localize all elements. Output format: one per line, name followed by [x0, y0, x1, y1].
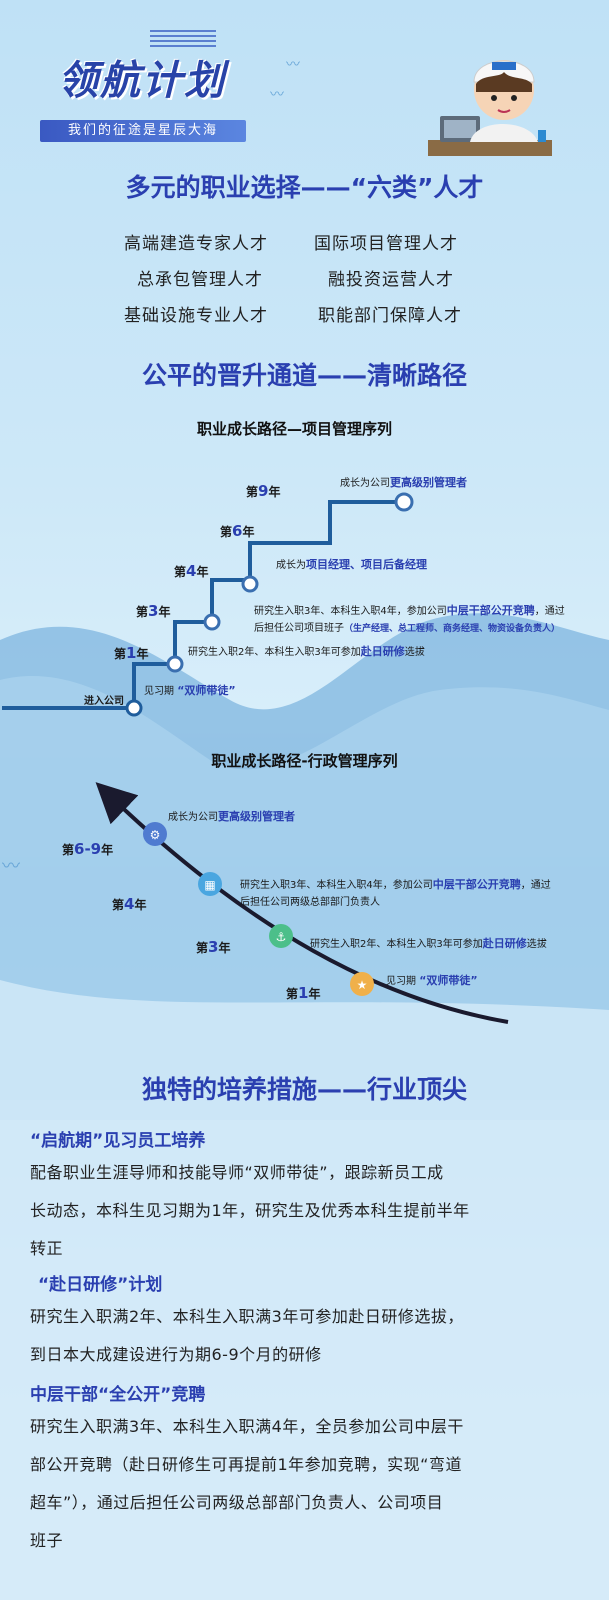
- admin-node-star-icon: [350, 972, 374, 996]
- training-heading-3: 中层干部“全公开”竞聘: [30, 1385, 206, 1405]
- talent-item: 基础设施专业人才: [124, 306, 268, 326]
- project-year-3: 第3年: [136, 602, 171, 620]
- admin-step-2-label-line1: 研究生入职3年、本科生入职4年，参加公司中层干部公开竞聘，通过: [240, 878, 551, 891]
- admin-step-3-label: 研究生入职2年、本科生入职3年可参加赴日研修选拔: [310, 937, 547, 950]
- seagull-icon: 〰: [286, 57, 300, 73]
- svg-text:▦: ▦: [204, 878, 215, 892]
- seagull-icon: 〰: [2, 856, 20, 877]
- project-step-3-label: 成长为项目经理、项目后备经理: [276, 558, 427, 571]
- training-paragraph-2: 研究生入职满2年、本科生入职满3年可参加赴日研修选拔， 到日本大成建设进行为期6…: [30, 1307, 464, 1364]
- talent-item: 总承包管理人才: [137, 270, 263, 290]
- admin-path-title: 职业成长路径-行政管理序列: [211, 752, 398, 770]
- admin-step-4-label: 见习期 “双师带徒”: [386, 974, 478, 987]
- training-paragraph-1: 配备职业生涯导师和技能导师“双师带徒”，跟踪新员工成 长动态，本科生见习期为1年…: [30, 1163, 470, 1258]
- logo-decoration-lines: [150, 30, 216, 50]
- engineer-avatar-illustration: [428, 60, 552, 156]
- project-step-4-label: 成长为公司更高级别管理者: [340, 476, 467, 489]
- admin-node-gear-icon: [143, 822, 167, 846]
- talent-item: 国际项目管理人才: [314, 234, 458, 254]
- seagull-icon: 〰: [270, 87, 284, 103]
- project-year-4: 第4年: [174, 562, 209, 580]
- admin-node-building-icon: [198, 872, 222, 896]
- admin-year-3: 第3年: [196, 938, 231, 956]
- project-node-3: [241, 575, 259, 593]
- project-start-label: 进入公司: [84, 696, 124, 707]
- svg-text:★: ★: [357, 978, 368, 992]
- project-node-0: [125, 699, 143, 717]
- training-heading-2: “赴日研修”计划: [38, 1275, 163, 1295]
- project-node-2: [203, 613, 221, 631]
- project-node-4: [394, 492, 414, 512]
- talent-item: 融投资运营人才: [328, 270, 454, 290]
- admin-year-1: 第1年: [286, 984, 321, 1002]
- section-title-career-choice: 多元的职业选择——“六类”人才: [125, 173, 484, 202]
- section-title-training: 独特的培养措施——行业顶尖: [141, 1075, 467, 1104]
- training-paragraph-3: 研究生入职满3年、本科生入职满4年，全员参加公司中层干 部公开竞聘（赴日研修生可…: [30, 1417, 464, 1550]
- training-heading-1: “启航期”见习员工培养: [30, 1131, 206, 1151]
- project-node-1: [166, 655, 184, 673]
- admin-step-1-label: 成长为公司更高级别管理者: [168, 810, 295, 823]
- project-year-6: 第6年: [220, 522, 255, 540]
- admin-year-4: 第4年: [112, 895, 147, 913]
- section-title-promotion: 公平的晋升通道——清晰路径: [141, 361, 467, 390]
- project-year-9: 第9年: [246, 482, 281, 500]
- project-step-2-label-line2: 后担任公司项目班子（生产经理、总工程师、商务经理、物资设备负责人）: [254, 623, 561, 634]
- project-year-1: 第1年: [114, 644, 149, 662]
- talent-item: 职能部门保障人才: [318, 306, 462, 326]
- slogan-banner: 我们的征途是星辰大海: [40, 120, 246, 142]
- project-path-title: 职业成长路径—项目管理序列: [196, 420, 392, 438]
- project-step-0-label: 见习期 “双师带徒”: [144, 684, 236, 697]
- project-step-2-label-line1: 研究生入职3年、本科生入职4年，参加公司中层干部公开竞聘，通过: [254, 604, 565, 617]
- project-step-1-label: 研究生入职2年、本科生入职3年可参加赴日研修选拔: [188, 645, 425, 658]
- admin-year-6-9: 第6-9年: [62, 840, 114, 858]
- admin-step-2-label-line2: 后担任公司两级总部部门负责人: [240, 897, 380, 908]
- svg-text:⚙: ⚙: [150, 828, 161, 842]
- talent-item: 高端建造专家人才: [124, 234, 268, 254]
- admin-node-anchor-icon: [269, 924, 293, 948]
- logo-title: 领航计划: [58, 58, 226, 104]
- svg-text:⚓: ⚓: [276, 930, 287, 944]
